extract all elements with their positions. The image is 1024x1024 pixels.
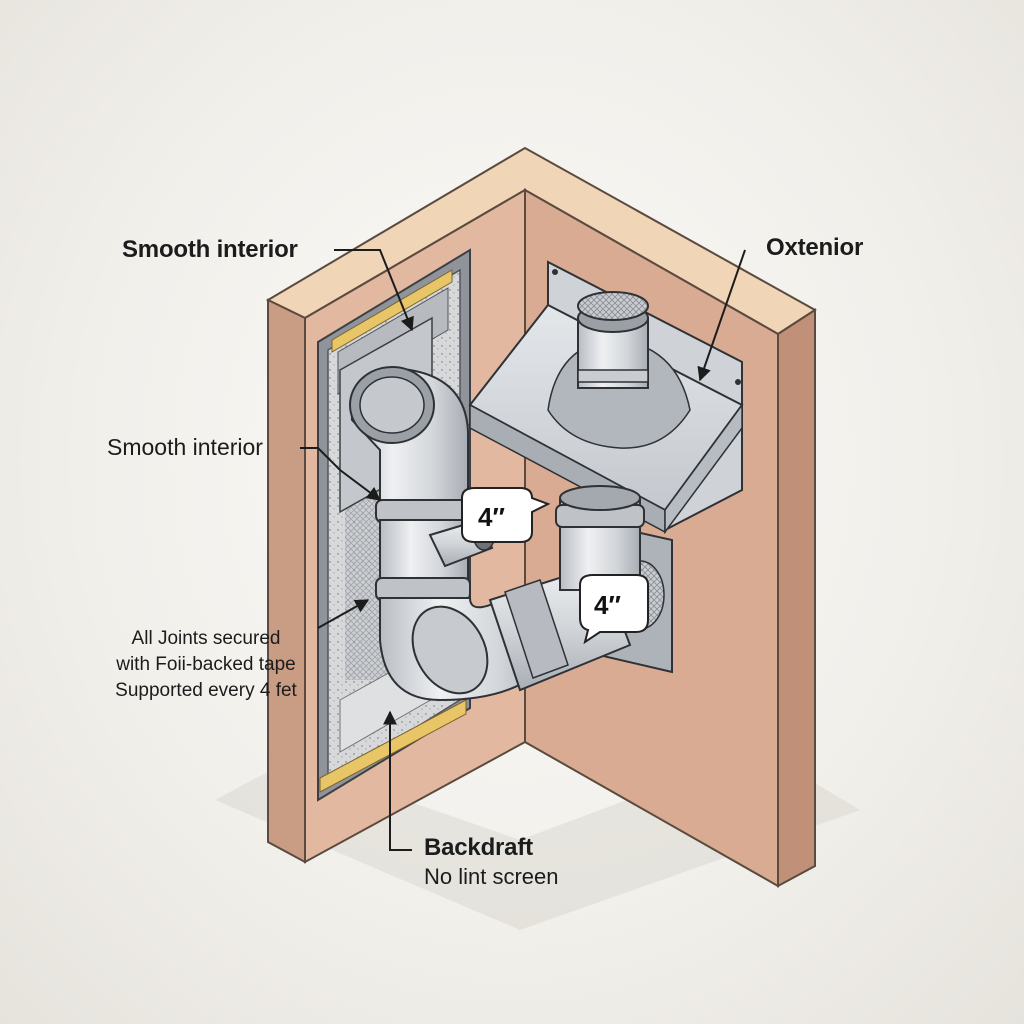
joints-line-2: with Foii-backed tape — [116, 654, 296, 675]
leader-smooth-interior-mid — [300, 447, 382, 501]
size-label-right: 4″ — [594, 590, 621, 620]
label-backdraft: Backdraft — [424, 834, 533, 861]
leader-lines — [300, 249, 746, 851]
size-callout-right: 4″ — [579, 574, 649, 645]
leader-joints — [317, 599, 370, 629]
vent-cap-screen-icon — [577, 291, 649, 321]
label-joints-note: All Joints secured with Foii-backed tape… — [98, 626, 314, 704]
label-exterior: Oxtenior — [766, 234, 864, 261]
duct-run — [349, 366, 645, 702]
size-callout-left: 4″ — [461, 487, 551, 543]
label-smooth-interior-top: Smooth interior — [122, 236, 298, 263]
joints-line-3: Supported every 4 fet — [115, 680, 297, 701]
leader-smooth-interior-top — [334, 249, 414, 332]
exterior-hood — [467, 260, 744, 535]
speech-bubble-icon — [579, 574, 649, 645]
joints-line-1: All Joints secured — [131, 628, 281, 649]
label-smooth-interior-mid: Smooth interior — [107, 434, 263, 460]
leader-exterior — [697, 249, 746, 382]
size-label-left: 4″ — [478, 502, 505, 532]
label-no-lint-screen: No lint screen — [424, 864, 559, 889]
speech-bubble-icon — [461, 487, 551, 543]
leader-backdraft — [383, 710, 412, 851]
